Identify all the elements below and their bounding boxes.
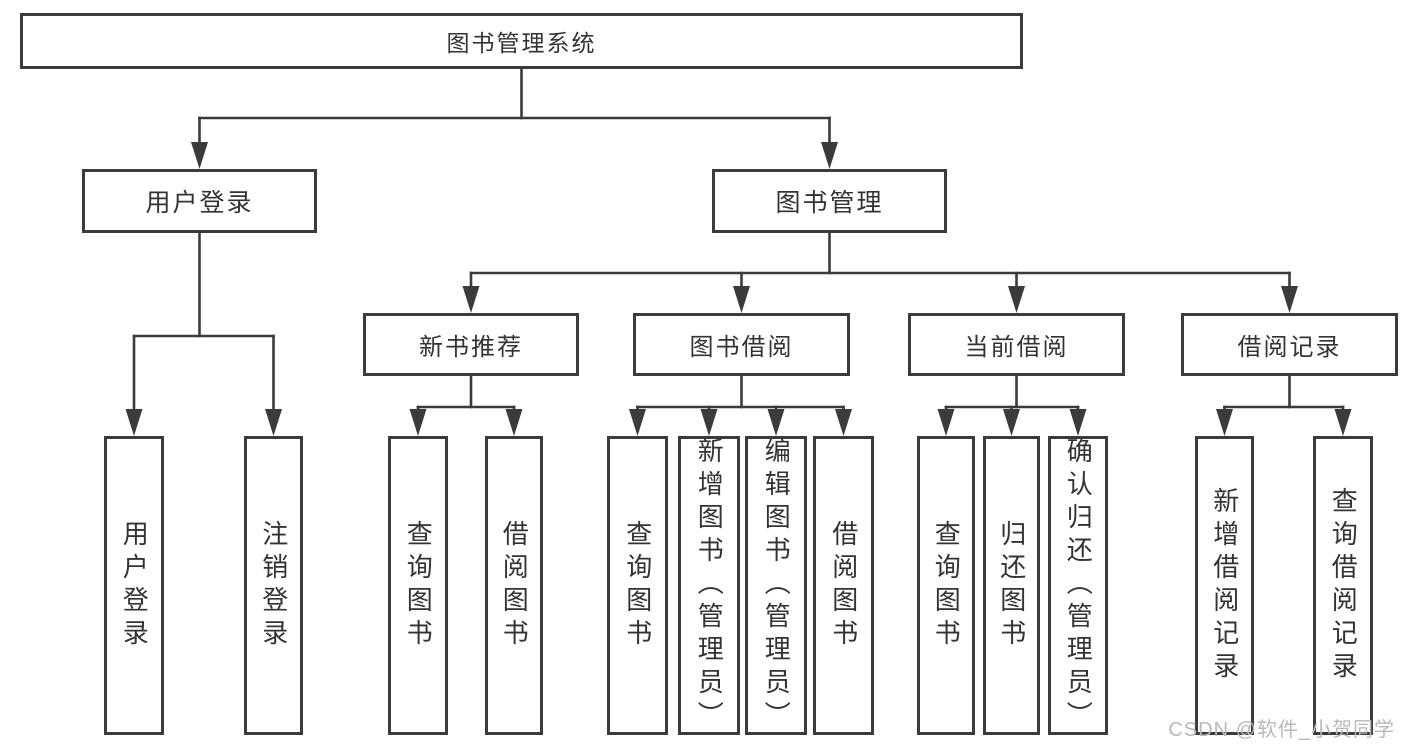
leaf-label: 新增图书（管理员） bbox=[694, 437, 725, 734]
leaf-user-login: 用户登录 bbox=[104, 436, 164, 735]
leaf-label: 借阅图书 bbox=[499, 519, 530, 652]
leaf-query-books-recommendation: 查询图书 bbox=[388, 436, 448, 735]
leaf-add-borrow-record: 新增借阅记录 bbox=[1195, 436, 1254, 735]
leaf-label: 注销登录 bbox=[258, 519, 289, 652]
leaf-label: 查询图书 bbox=[403, 519, 434, 652]
leaf-label: 确认归还（管理员） bbox=[1063, 437, 1094, 734]
leaf-label: 借阅图书 bbox=[828, 519, 859, 652]
node-user-login: 用户登录 bbox=[82, 169, 317, 233]
leaf-label: 查询图书 bbox=[622, 519, 653, 652]
leaf-logout: 注销登录 bbox=[244, 436, 303, 735]
node-label: 借阅记录 bbox=[1237, 334, 1342, 361]
leaf-borrow-books-recommendation: 借阅图书 bbox=[485, 436, 543, 735]
node-label: 图书管理 bbox=[775, 189, 884, 217]
leaf-borrow-books: 借阅图书 bbox=[813, 436, 874, 735]
node-borrowing-records: 借阅记录 bbox=[1181, 313, 1398, 376]
node-current-borrowing: 当前借阅 bbox=[908, 313, 1125, 376]
node-book-management: 图书管理 bbox=[712, 169, 947, 233]
node-label: 图书借阅 bbox=[689, 334, 794, 361]
node-label: 用户登录 bbox=[145, 189, 254, 217]
leaf-add-book-admin: 新增图书（管理员） bbox=[678, 436, 740, 735]
leaf-label: 编辑图书（管理员） bbox=[761, 437, 792, 734]
node-library-management-system: 图书管理系统 bbox=[20, 13, 1023, 69]
leaf-label: 查询图书 bbox=[931, 519, 962, 652]
leaf-return-book: 归还图书 bbox=[983, 436, 1040, 735]
leaf-label: 新增借阅记录 bbox=[1209, 486, 1240, 685]
node-book-borrowing: 图书借阅 bbox=[633, 313, 850, 376]
csdn-watermark: CSDN @软件_小贺同学 bbox=[1168, 719, 1395, 741]
node-label: 当前借阅 bbox=[964, 334, 1069, 361]
node-label: 新书推荐 bbox=[419, 334, 523, 361]
leaf-query-books-current: 查询图书 bbox=[917, 436, 975, 735]
leaf-label: 查询借阅记录 bbox=[1328, 486, 1359, 685]
leaf-query-borrow-record: 查询借阅记录 bbox=[1313, 436, 1373, 735]
leaf-label: 用户登录 bbox=[119, 519, 150, 652]
node-label: 图书管理系统 bbox=[446, 30, 597, 56]
leaf-confirm-return-admin: 确认归还（管理员） bbox=[1048, 436, 1108, 735]
leaf-label: 归还图书 bbox=[996, 519, 1027, 652]
leaf-edit-book-admin: 编辑图书（管理员） bbox=[745, 436, 807, 735]
node-new-book-recommendation: 新书推荐 bbox=[363, 313, 579, 376]
leaf-query-books-borrowing: 查询图书 bbox=[607, 436, 668, 735]
